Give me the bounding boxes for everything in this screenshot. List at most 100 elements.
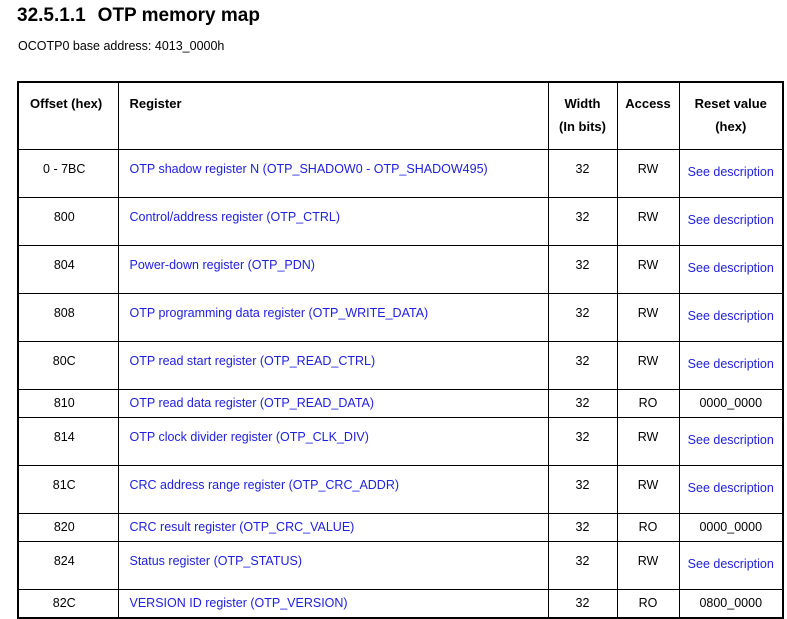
cell-reset-value: 0000_0000 — [678, 513, 784, 542]
cell-register[interactable]: Status register (OTP_STATUS) — [117, 541, 549, 590]
cell-offset: 808 — [17, 293, 119, 342]
width-value: 32 — [575, 210, 590, 224]
width-value: 32 — [575, 430, 590, 444]
cell-access: RW — [616, 341, 680, 390]
register-link[interactable]: OTP shadow register N (OTP_SHADOW0 - OTP… — [129, 162, 488, 176]
reset-value-text: 0800_0000 — [699, 596, 763, 610]
cell-access: RO — [616, 389, 680, 418]
cell-register[interactable]: OTP shadow register N (OTP_SHADOW0 - OTP… — [117, 149, 549, 198]
width-value: 32 — [575, 162, 590, 176]
cell-access: RW — [616, 293, 680, 342]
reset-value-link[interactable]: See description — [687, 165, 774, 179]
reset-value-link[interactable]: See description — [687, 481, 774, 495]
base-address-note: OCOTP0 base address: 4013_0000h — [18, 39, 225, 53]
width-value: 32 — [575, 354, 590, 368]
reset-value-link[interactable]: See description — [687, 309, 774, 323]
register-wrapper: CRC result register (OTP_CRC_VALUE) — [119, 514, 548, 541]
register-link[interactable]: Control/address register (OTP_CTRL) — [129, 210, 340, 224]
cell-register[interactable]: OTP clock divider register (OTP_CLK_DIV) — [117, 417, 549, 466]
access-value: RW — [637, 258, 659, 272]
access-value: RW — [637, 430, 659, 444]
reset-value-wrapper: See description — [680, 150, 783, 197]
cell-offset: 814 — [17, 417, 119, 466]
cell-register[interactable]: CRC result register (OTP_CRC_VALUE) — [117, 513, 549, 542]
register-wrapper: CRC address range register (OTP_CRC_ADDR… — [119, 466, 548, 513]
cell-width: 32 — [547, 341, 618, 390]
otp-memory-map-table-container: Offset (hex) Register Width (In bits) Ac… — [17, 81, 784, 619]
column-header-width-label: Width — [564, 96, 601, 111]
width-value: 32 — [575, 478, 590, 492]
offset-value: 82C — [52, 596, 76, 610]
register-link[interactable]: CRC result register (OTP_CRC_VALUE) — [129, 520, 355, 534]
section-number: 32.5.1.1 — [17, 5, 86, 26]
register-link[interactable]: Power-down register (OTP_PDN) — [129, 258, 315, 272]
cell-access: RW — [616, 149, 680, 198]
offset-value: 820 — [53, 520, 75, 534]
cell-register[interactable]: OTP read start register (OTP_READ_CTRL) — [117, 341, 549, 390]
offset-value: 804 — [53, 258, 75, 272]
cell-access: RW — [616, 465, 680, 514]
cell-width: 32 — [547, 465, 618, 514]
column-header-register-label: Register — [129, 96, 182, 111]
access-value: RW — [637, 478, 659, 492]
reset-value-link[interactable]: See description — [687, 557, 774, 571]
register-link[interactable]: OTP read data register (OTP_READ_DATA) — [129, 396, 375, 410]
column-header-register: Register — [117, 81, 549, 150]
cell-offset: 804 — [17, 245, 119, 294]
column-header-offset: Offset (hex) — [17, 81, 119, 150]
reset-value-link[interactable]: See description — [687, 357, 774, 371]
reset-value-wrapper: See description — [680, 542, 783, 589]
register-link[interactable]: CRC address range register (OTP_CRC_ADDR… — [129, 478, 400, 492]
access-value: RO — [638, 396, 658, 410]
reset-value-link[interactable]: See description — [687, 213, 774, 227]
register-link[interactable]: OTP programming data register (OTP_WRITE… — [129, 306, 429, 320]
cell-reset-value[interactable]: See description — [678, 465, 784, 514]
cell-offset: 800 — [17, 197, 119, 246]
cell-reset-value[interactable]: See description — [678, 149, 784, 198]
cell-register[interactable]: OTP read data register (OTP_READ_DATA) — [117, 389, 549, 418]
cell-register[interactable]: OTP programming data register (OTP_WRITE… — [117, 293, 549, 342]
cell-register[interactable]: Power-down register (OTP_PDN) — [117, 245, 549, 294]
cell-reset-value[interactable]: See description — [678, 197, 784, 246]
register-link[interactable]: OTP read start register (OTP_READ_CTRL) — [129, 354, 376, 368]
cell-offset: 80C — [17, 341, 119, 390]
column-header-reset-unit: (hex) — [715, 119, 747, 134]
reset-value-text: 0000_0000 — [699, 396, 763, 410]
cell-width: 32 — [547, 541, 618, 590]
register-wrapper: VERSION ID register (OTP_VERSION) — [119, 590, 548, 617]
cell-reset-value[interactable]: See description — [678, 341, 784, 390]
table-row: 814 OTP clock divider register (OTP_CLK_D… — [17, 417, 784, 466]
cell-reset-value[interactable]: See description — [678, 417, 784, 466]
column-header-width: Width (In bits) — [547, 81, 618, 150]
cell-width: 32 — [547, 293, 618, 342]
cell-access: RW — [616, 197, 680, 246]
reset-value-link[interactable]: See description — [687, 433, 774, 447]
cell-reset-value[interactable]: See description — [678, 245, 784, 294]
register-wrapper: Status register (OTP_STATUS) — [119, 542, 548, 589]
register-link[interactable]: VERSION ID register (OTP_VERSION) — [129, 596, 348, 610]
reset-value-link[interactable]: See description — [687, 261, 774, 275]
cell-reset-value[interactable]: See description — [678, 293, 784, 342]
cell-offset: 810 — [17, 389, 119, 418]
cell-register[interactable]: CRC address range register (OTP_CRC_ADDR… — [117, 465, 549, 514]
register-link[interactable]: OTP clock divider register (OTP_CLK_DIV) — [129, 430, 369, 444]
offset-value: 824 — [53, 554, 75, 568]
cell-access: RO — [616, 513, 680, 542]
access-value: RO — [638, 520, 658, 534]
register-wrapper: OTP programming data register (OTP_WRITE… — [119, 294, 548, 341]
register-link[interactable]: Status register (OTP_STATUS) — [129, 554, 303, 568]
access-value: RW — [637, 162, 659, 176]
cell-width: 32 — [547, 197, 618, 246]
cell-register[interactable]: Control/address register (OTP_CTRL) — [117, 197, 549, 246]
register-wrapper: Power-down register (OTP_PDN) — [119, 246, 548, 293]
cell-reset-value[interactable]: See description — [678, 541, 784, 590]
access-value: RW — [637, 354, 659, 368]
access-value: RO — [638, 596, 658, 610]
width-value: 32 — [575, 554, 590, 568]
